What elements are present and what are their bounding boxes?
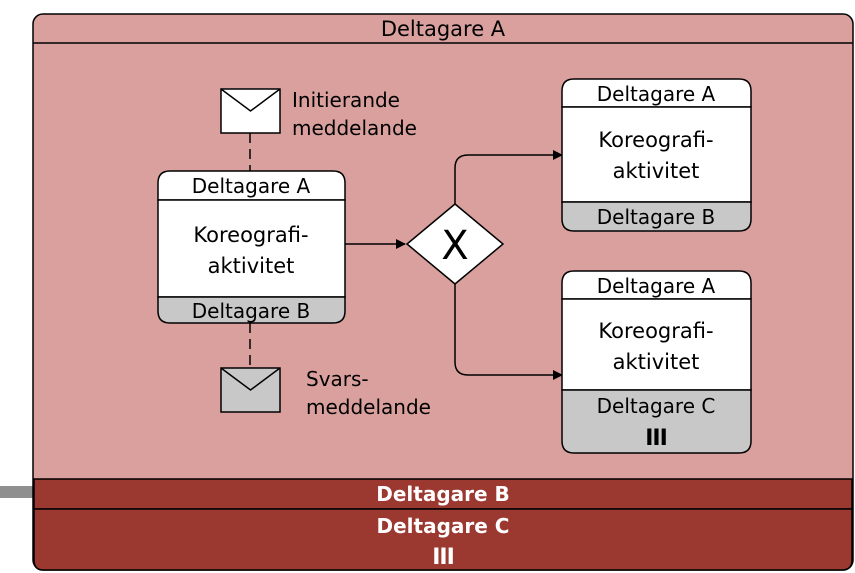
- envelope-flap: [220, 88, 281, 112]
- participant-band-c: [33, 508, 853, 571]
- task-bottom-band: [157, 296, 346, 324]
- reply-message[interactable]: Svars- meddelande: [220, 367, 431, 419]
- gateway-x-icon: X: [441, 223, 468, 269]
- exclusive-gateway[interactable]: X: [405, 203, 505, 285]
- task-top-participant: Deltagare A: [192, 174, 311, 198]
- reply-message-label-line1: Svars-: [306, 367, 369, 391]
- multi-instance-marker: III: [645, 426, 667, 451]
- choreography-task-main[interactable]: Deltagare A Koreografi- aktivitet Deltag…: [157, 170, 346, 324]
- task-name-line1: Koreografi-: [598, 319, 713, 343]
- background-mark: [0, 486, 34, 498]
- initiating-message-label-line1: Initierande: [292, 88, 400, 112]
- task-bottom-participant: Deltagare C: [597, 394, 716, 418]
- task-body: [157, 199, 346, 298]
- reply-message-label-line2: meddelande: [306, 395, 431, 419]
- task-name-line1: Koreografi-: [193, 223, 308, 247]
- task-body: [561, 106, 752, 203]
- task-top-participant: Deltagare A: [597, 274, 716, 298]
- participant-band-c-label: Deltagare C: [377, 514, 510, 538]
- task-name-line2: aktivitet: [613, 350, 700, 374]
- sequence-flow-to-top-task: [454, 150, 563, 204]
- task-name-line2: aktivitet: [613, 159, 700, 183]
- task-name-line2: aktivitet: [208, 254, 295, 278]
- participant-band-c-multi-marker: III: [432, 545, 454, 570]
- choreography-task-top-right[interactable]: Deltagare A Koreografi- aktivitet Deltag…: [561, 78, 752, 232]
- sequence-flow-to-bottom-task: [454, 284, 563, 380]
- participant-band-b-label: Deltagare B: [376, 482, 510, 506]
- choreography-task-bottom-right[interactable]: Deltagare A Koreografi- aktivitet Deltag…: [561, 270, 752, 454]
- task-body: [561, 298, 752, 391]
- initiating-message-label-line2: meddelande: [292, 116, 417, 140]
- task-bottom-participant: Deltagare B: [192, 299, 310, 323]
- task-bottom-participant: Deltagare B: [597, 205, 715, 229]
- task-bottom-band: [561, 389, 752, 454]
- gateway-diamond: [405, 203, 505, 285]
- pool-top-label: Deltagare A: [381, 17, 506, 41]
- envelope-flap: [220, 367, 281, 391]
- task-top-participant: Deltagare A: [597, 82, 716, 106]
- task-name-line1: Koreografi-: [598, 128, 713, 152]
- initiating-message[interactable]: Initierande meddelande: [220, 88, 417, 140]
- task-bottom-band: [561, 201, 752, 232]
